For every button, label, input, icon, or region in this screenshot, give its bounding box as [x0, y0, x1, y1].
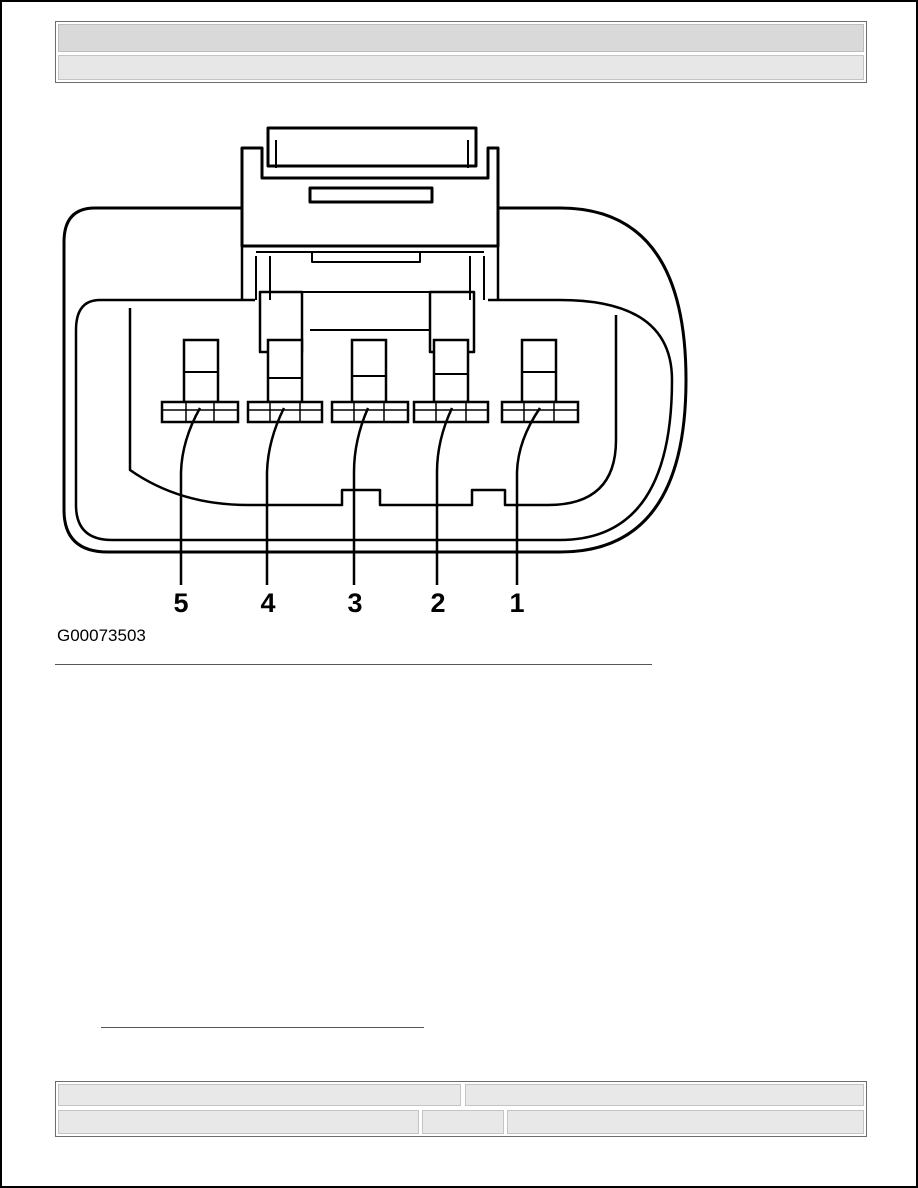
- figure-id: G00073503: [57, 626, 146, 645]
- footer-cell-right-top: [465, 1084, 864, 1106]
- page-footer: [55, 1081, 867, 1137]
- footer-cell-right-bottom: [507, 1110, 864, 1134]
- leader-4: [265, 407, 286, 585]
- leader-2: [435, 407, 454, 585]
- footer-cell-left-bottom: [58, 1110, 419, 1134]
- connector-housing-outer: [62, 206, 688, 554]
- header-title-cell: [58, 24, 864, 52]
- leader-3: [352, 407, 370, 585]
- connector-housing-inner: [74, 298, 674, 542]
- locking-tab-body: [240, 146, 500, 248]
- locking-tab-top: [266, 126, 478, 168]
- connector-cavity: [128, 308, 618, 507]
- pin-label-4: 4: [260, 588, 275, 618]
- pin-leader-lines: [179, 407, 542, 585]
- page-header: [55, 21, 867, 83]
- terminal-3: [330, 338, 410, 424]
- pin-label-1: 1: [509, 588, 524, 618]
- footer-cell-middle-bottom: [422, 1110, 504, 1134]
- leader-5: [179, 407, 202, 585]
- pin-label-2: 2: [430, 588, 445, 618]
- footer-cell-left-top: [58, 1084, 461, 1106]
- terminal-1: [500, 338, 580, 424]
- terminal-4: [246, 338, 324, 424]
- header-subtitle-cell: [58, 55, 864, 80]
- pin-label-3: 3: [347, 588, 362, 618]
- latch-slot: [308, 186, 434, 204]
- terminal-5: [160, 338, 240, 424]
- leader-1: [515, 407, 542, 585]
- terminal-group: [160, 338, 580, 424]
- figure-divider: [55, 664, 652, 665]
- section-divider: [101, 1027, 424, 1028]
- pin-label-5: 5: [173, 588, 188, 618]
- connector-diagram: 5 4 3 2 1: [62, 126, 688, 618]
